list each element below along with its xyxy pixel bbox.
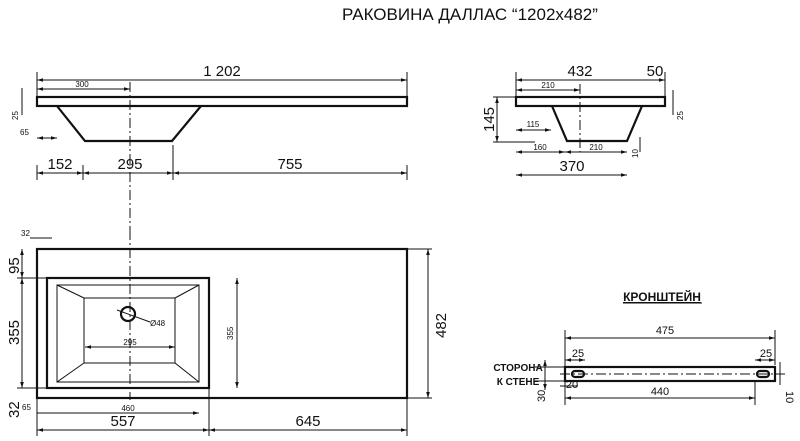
dim-left-width: 557 (110, 413, 135, 430)
dim-bracket-thickness: 10 (783, 391, 795, 403)
dim-bracket-length: 475 (656, 325, 674, 337)
dim-total-length: 1 202 (203, 63, 241, 80)
dim-slot-right: 25 (760, 348, 772, 360)
dim-bowl-width: 460 (121, 404, 135, 413)
dim-hole-offset: 300 (75, 80, 89, 89)
dim-left: 152 (47, 156, 72, 173)
dim-thickness: 25 (11, 111, 20, 120)
dim-height: 145 (481, 107, 498, 132)
dim-depth-total: 432 (567, 63, 592, 80)
dim-front: 32 (6, 401, 23, 418)
dim-slot-left: 25 (572, 348, 584, 360)
dim-bottom-thickness: 10 (631, 149, 640, 158)
dim-back: 95 (6, 257, 23, 274)
dim-bracket-height: 30 (536, 390, 548, 402)
bracket-title: КРОНШТЕЙН (623, 289, 701, 304)
slot-right-icon (755, 369, 771, 379)
drain-hole-icon (119, 305, 137, 323)
dim-bowl-depth: 355 (6, 320, 23, 345)
wall-side-label-2: К СТЕНЕ (497, 377, 540, 388)
drawing-title: РАКОВИНА ДАЛЛАС “1202x482” (342, 5, 598, 24)
dim-inner: 115 (527, 120, 540, 129)
dim-bottom-right: 210 (589, 143, 603, 152)
dim-section-thickness: 25 (676, 111, 685, 120)
dim-hole-span: 440 (651, 386, 669, 398)
dim-bottom-total: 370 (559, 158, 584, 175)
bracket-view: КРОНШТЕЙН 475 25 25 20 440 30 10 СТОРОНА… (493, 289, 795, 405)
dim-bowl: 295 (117, 156, 142, 173)
dim-edge: 65 (20, 128, 29, 137)
dim-edge-top: 32 (21, 229, 30, 238)
dim-right: 755 (277, 156, 302, 173)
wall-side-label: СТОРОНА (493, 363, 542, 374)
dim-bowl-depth-right: 355 (226, 326, 235, 340)
dim-bowl-inner: 295 (123, 338, 137, 347)
plan-view: Ø48 295 355 482 95 355 32 65 32 460 557 … (6, 229, 450, 436)
dim-edge-back: 50 (647, 63, 664, 80)
dim-depth: 482 (433, 313, 450, 338)
dim-front-edge: 65 (22, 403, 31, 412)
dim-bottom-left: 160 (533, 143, 547, 152)
dim-slot-offset: 20 (566, 379, 578, 391)
dim-drain: Ø48 (150, 319, 166, 328)
slot-left-icon (570, 369, 586, 379)
side-view: 1 202 300 25 65 152 295 755 (11, 63, 409, 230)
dim-right-width: 645 (295, 413, 320, 430)
section-view: 432 50 210 145 115 160 210 370 25 10 (481, 63, 685, 177)
dim-center: 210 (541, 81, 555, 90)
